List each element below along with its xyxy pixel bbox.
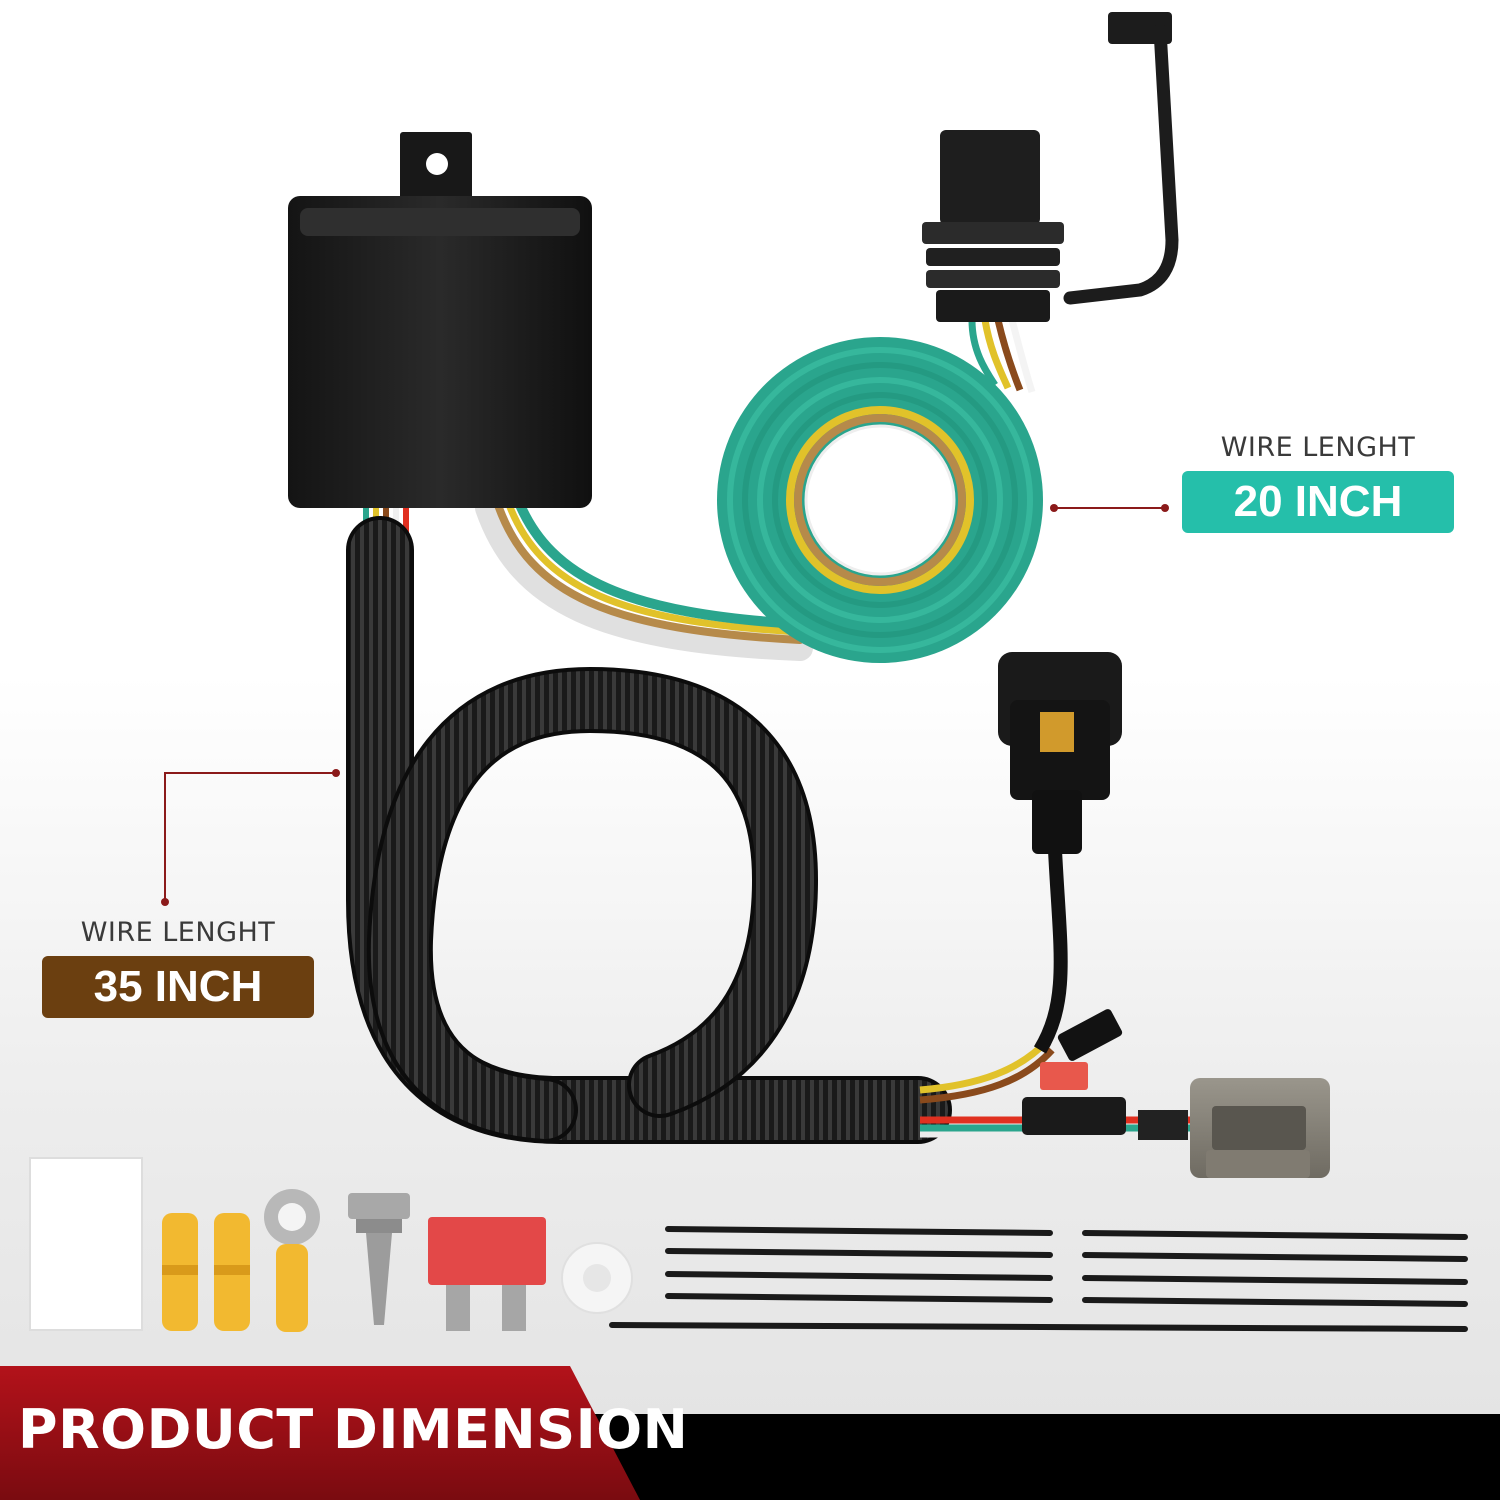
footer-tab xyxy=(0,1366,640,1500)
converter-box-icon xyxy=(288,132,592,508)
butt-connector-icon xyxy=(214,1213,250,1331)
self-tapping-screw-icon xyxy=(348,1193,410,1325)
butt-connector-icon xyxy=(162,1213,198,1331)
dust-cap-icon xyxy=(1063,12,1179,305)
wire-length-label-20: WIRE LENGHT 20 INCH xyxy=(1182,432,1454,533)
ring-terminal-icon xyxy=(264,1189,320,1332)
vehicle-socket-icon xyxy=(1138,1078,1330,1178)
vehicle-plug-icon xyxy=(998,652,1122,854)
flat-wire-coil-icon xyxy=(717,337,1043,663)
cable-ties xyxy=(609,1226,1468,1332)
corrugated-loom-icon xyxy=(346,516,952,1144)
wire-length-value: 35 INCH xyxy=(42,956,314,1018)
wire-length-caption: WIRE LENGHT xyxy=(80,917,276,948)
leader-line-35 xyxy=(161,769,340,906)
blade-fuse-icon xyxy=(428,1217,546,1331)
instruction-sheet-icon xyxy=(29,1157,143,1331)
wire-length-value: 20 INCH xyxy=(1182,471,1454,533)
flat-wire-lead xyxy=(473,493,815,663)
inline-fuse-holder-icon xyxy=(1022,1009,1126,1135)
connector-lead-wires xyxy=(968,319,1036,394)
plug-cable xyxy=(1033,849,1068,1054)
rubber-grommet-icon xyxy=(561,1242,633,1314)
wire-length-label-35: WIRE LENGHT 35 INCH xyxy=(42,917,314,1018)
4-pin-flat-connector-icon xyxy=(922,130,1064,322)
leader-line-20 xyxy=(1050,504,1169,512)
footer-title: PRODUCT DIMENSION xyxy=(18,1398,689,1461)
wire-length-caption: WIRE LENGHT xyxy=(1220,432,1416,463)
